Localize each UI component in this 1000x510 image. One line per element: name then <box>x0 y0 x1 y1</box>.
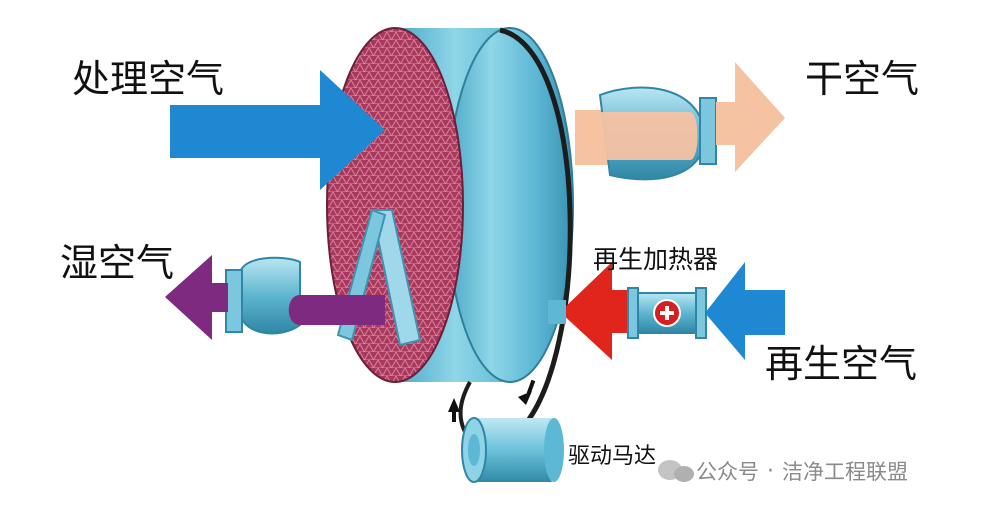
watermark-separator: · <box>767 458 774 484</box>
regen-air-arrow <box>705 262 785 360</box>
drive-belt <box>499 27 573 432</box>
dry-air-flange <box>699 97 717 165</box>
belt-arrow-down-stem <box>526 379 536 395</box>
plus-icon <box>653 299 681 327</box>
regen-hot-arrow <box>560 262 635 360</box>
wet-air-flange <box>225 269 243 333</box>
wet-air-pipe-bend <box>239 256 301 335</box>
wet-air-arrow <box>165 255 228 340</box>
watermark: 公众号 · 洁净工程联盟 <box>652 456 908 486</box>
heater-shaft-gap <box>548 300 566 324</box>
watermark-source: 公众号 <box>696 460 759 484</box>
heater-flange-left <box>627 287 639 339</box>
watermark-name: 洁净工程联盟 <box>782 460 908 484</box>
rotor-rim-edge <box>446 27 574 383</box>
belt-arrow-down <box>518 391 532 405</box>
heater-flange-right <box>695 287 707 339</box>
label-regen-heater: 再生加热器 <box>593 245 719 274</box>
wet-air-tube <box>288 295 385 325</box>
label-regen-air: 再生空气 <box>765 342 918 386</box>
label-process-air: 处理空气 <box>72 57 225 101</box>
sector-bracket <box>370 209 422 347</box>
dry-air-tube <box>575 112 698 160</box>
wechat-logo <box>658 460 694 482</box>
process-air-arrow <box>170 70 385 190</box>
belt-arrow-up <box>448 398 460 412</box>
dry-air-arrow <box>716 62 785 172</box>
label-wet-air: 湿空气 <box>60 241 175 285</box>
label-drive-motor: 驱动马达 <box>568 444 657 469</box>
drive-motor <box>461 417 564 483</box>
label-dry-air: 干空气 <box>805 57 920 101</box>
belt-arrow-up-stem <box>452 410 456 422</box>
